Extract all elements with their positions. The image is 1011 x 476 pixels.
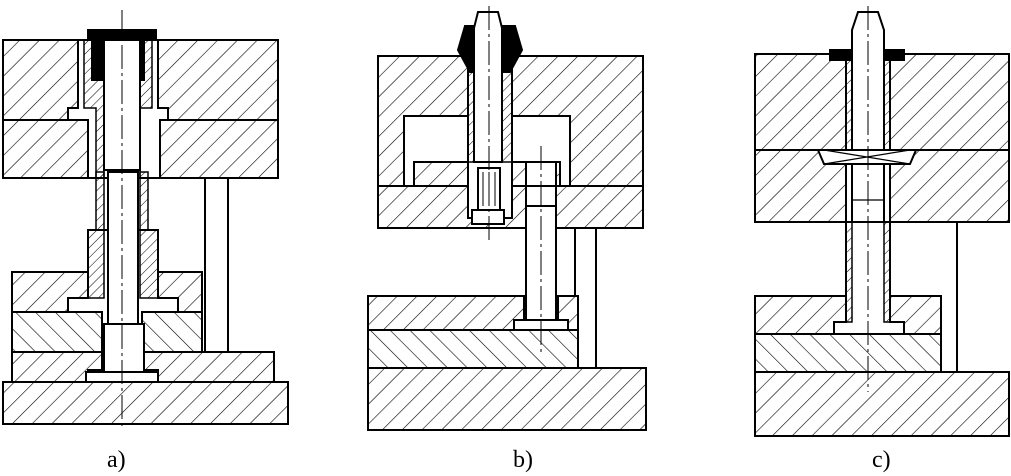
panel-c-caption: c) <box>872 447 891 473</box>
panel-a-caption: a) <box>107 447 126 473</box>
panel-b-base-plate <box>367 367 647 431</box>
panel-a-drawing <box>2 10 289 426</box>
panel-c-drawing <box>754 6 1010 437</box>
panel-a-base-plate-2 <box>2 381 289 425</box>
panel-c-lower-plate-2 <box>754 333 942 373</box>
panel-b-lower-plate-2 <box>367 329 579 369</box>
panel-b-caption: b) <box>513 447 533 473</box>
panel-b-drawing <box>367 6 647 431</box>
panel-c-base-plate <box>754 371 1010 437</box>
